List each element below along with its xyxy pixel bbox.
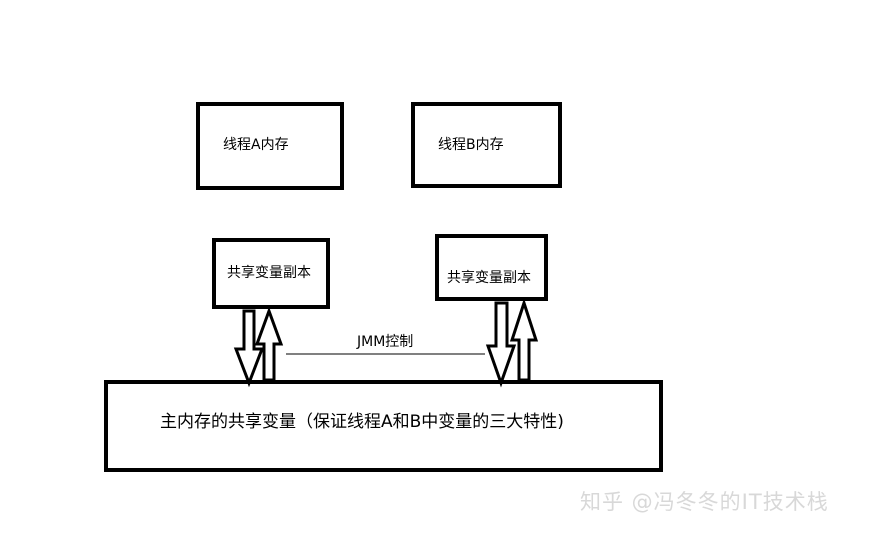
main-memory-box: 主内存的共享变量（保证线程A和B中变量的三大特性) bbox=[104, 380, 663, 472]
thread-a-copy-box: 共享变量副本 bbox=[212, 238, 330, 309]
thread-b-copy-label: 共享变量副本 bbox=[447, 270, 531, 286]
thread-b-memory-box: 线程B内存 bbox=[411, 102, 562, 188]
thread-b-up-arrow bbox=[509, 298, 539, 382]
thread-b-down-arrow bbox=[485, 301, 517, 388]
jmm-control-label: JMM控制 bbox=[357, 334, 414, 350]
thread-a-down-arrow bbox=[233, 309, 265, 388]
main-memory-label: 主内存的共享变量（保证线程A和B中变量的三大特性) bbox=[160, 412, 564, 432]
thread-b-memory-label: 线程B内存 bbox=[438, 137, 504, 153]
thread-a-copy-label: 共享变量副本 bbox=[227, 265, 311, 281]
thread-b-copy-box: 共享变量副本 bbox=[435, 234, 548, 301]
thread-a-memory-label: 线程A内存 bbox=[223, 137, 289, 153]
thread-a-up-arrow bbox=[254, 306, 284, 382]
thread-a-memory-box: 线程A内存 bbox=[196, 102, 344, 190]
watermark-text: 知乎 @冯冬冬的IT技术栈 bbox=[580, 490, 829, 514]
